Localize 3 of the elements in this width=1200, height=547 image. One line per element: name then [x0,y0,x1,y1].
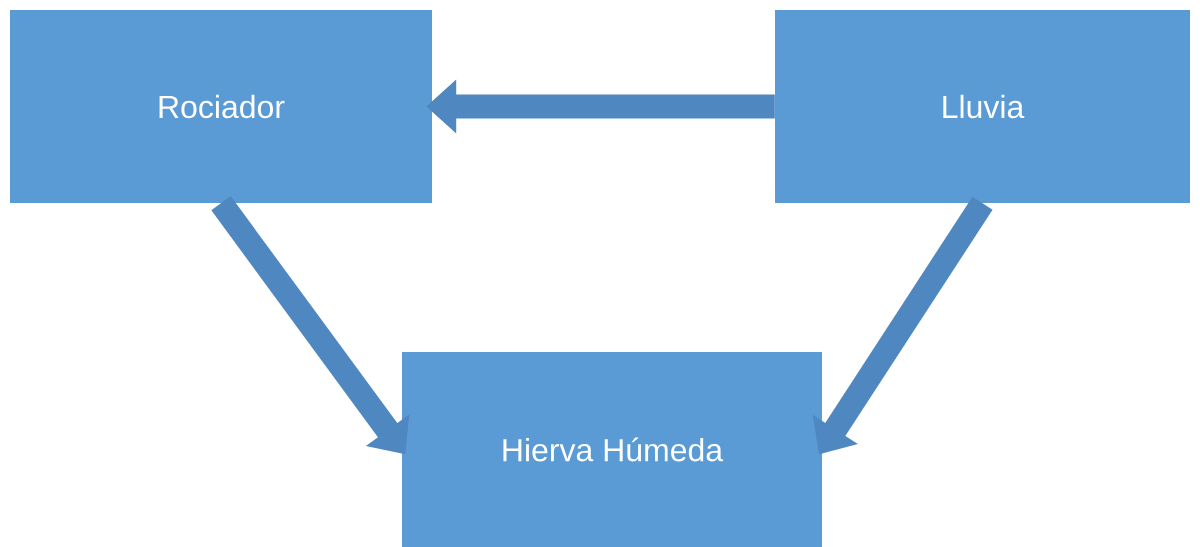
process-box: Lluvia [775,10,1190,203]
process-box: Rociador [10,10,432,203]
process-box: Hierva Húmeda [402,352,822,547]
